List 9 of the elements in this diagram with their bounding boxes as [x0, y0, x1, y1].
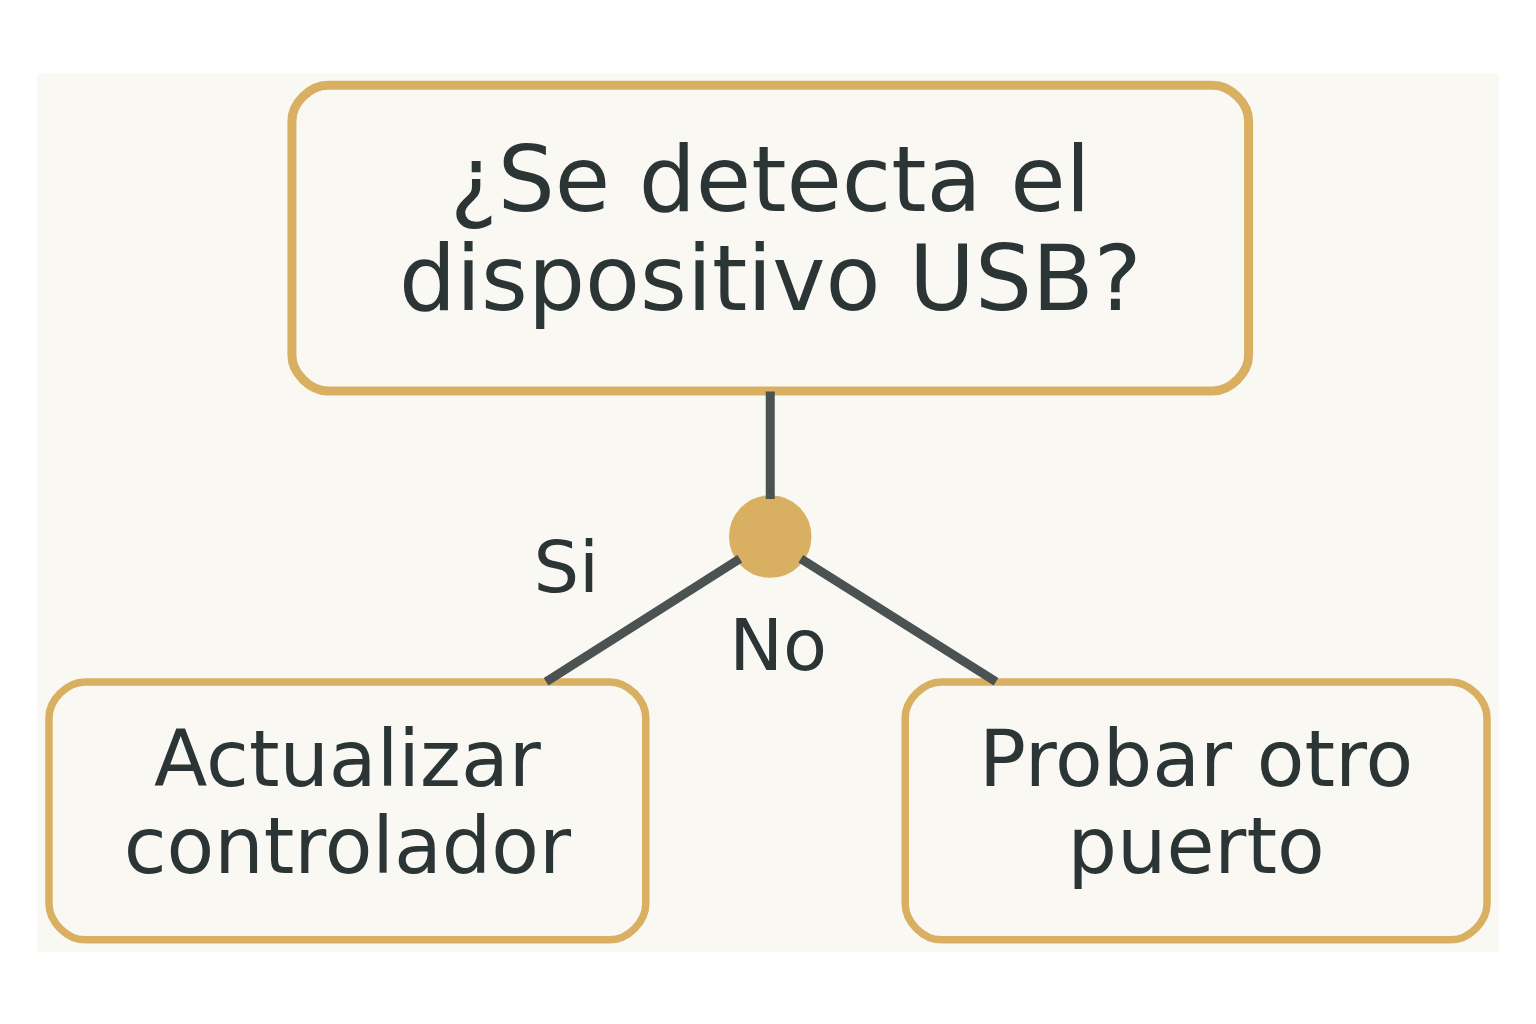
- node-box: Actualizar controlador: [45, 677, 650, 944]
- edge-label: Si: [533, 524, 600, 609]
- connector: [765, 391, 775, 499]
- node-circle: [729, 494, 812, 578]
- edge-label: No: [729, 602, 828, 687]
- node-box: Probar otro puerto: [901, 677, 1491, 944]
- node-box: ¿Se detecta el dispositivo USB?: [287, 80, 1254, 396]
- connector: [798, 554, 999, 686]
- connector: [543, 554, 743, 686]
